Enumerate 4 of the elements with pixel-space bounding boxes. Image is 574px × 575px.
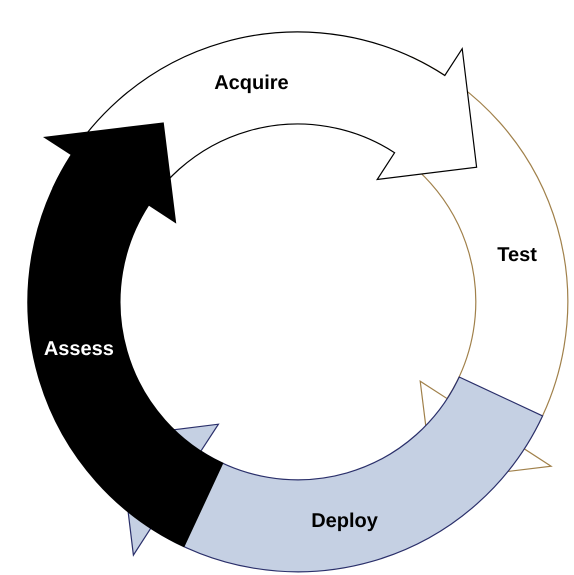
segment-label: Test	[497, 243, 537, 268]
segment-label: Acquire	[214, 70, 289, 96]
segment-label: Deploy	[311, 509, 378, 534]
segment-label: Assess	[44, 336, 114, 362]
